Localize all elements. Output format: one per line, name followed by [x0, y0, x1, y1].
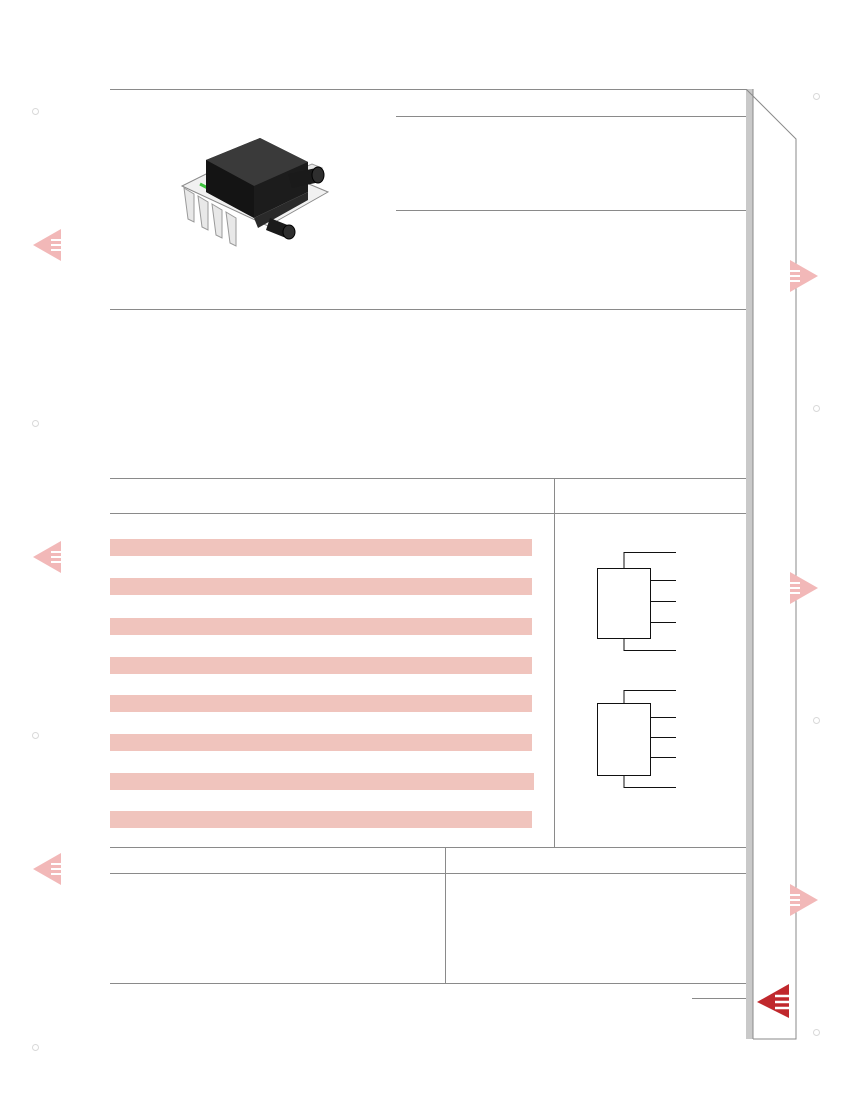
table-row: [110, 695, 532, 712]
table-row: [110, 618, 532, 635]
left-page-mark-icon: [33, 853, 63, 885]
table-row: [110, 773, 534, 790]
table-top-rule: [110, 478, 746, 479]
footer-short-rule: [692, 998, 747, 999]
table-row: [110, 657, 532, 674]
punch-hole: [32, 108, 39, 115]
punch-hole: [813, 93, 820, 100]
right-page-mark-icon: [788, 884, 818, 916]
brand-logo-icon: [757, 984, 791, 1018]
table-header-rule: [110, 513, 746, 514]
lower-column-divider: [445, 847, 446, 983]
table-row: [110, 578, 532, 595]
header-sub-rule-1: [396, 116, 746, 117]
table-row: [110, 734, 532, 751]
product-image: [178, 130, 338, 255]
bottom-rule: [110, 983, 746, 984]
header-sub-rule-2: [396, 210, 746, 211]
punch-hole: [813, 405, 820, 412]
left-page-mark-icon: [33, 229, 63, 261]
side-bar: [746, 89, 753, 1039]
table-row: [110, 539, 532, 556]
punch-hole: [32, 732, 39, 739]
punch-hole: [813, 717, 820, 724]
right-page-mark-icon: [788, 260, 818, 292]
lower-header-rule: [110, 873, 746, 874]
right-page-mark-icon: [788, 572, 818, 604]
lower-top-rule: [110, 847, 746, 848]
punch-hole: [32, 1044, 39, 1051]
top-rule: [110, 89, 746, 90]
header-bottom-rule: [110, 309, 746, 310]
punch-hole: [32, 420, 39, 427]
pin-diagram-icon: [597, 552, 676, 651]
table-row: [110, 811, 532, 828]
pressure-sensor-icon: [180, 138, 330, 247]
punch-hole: [813, 1029, 820, 1036]
pin-diagram-icon: [597, 690, 676, 788]
left-page-mark-icon: [33, 541, 63, 573]
table-column-divider: [554, 478, 555, 848]
